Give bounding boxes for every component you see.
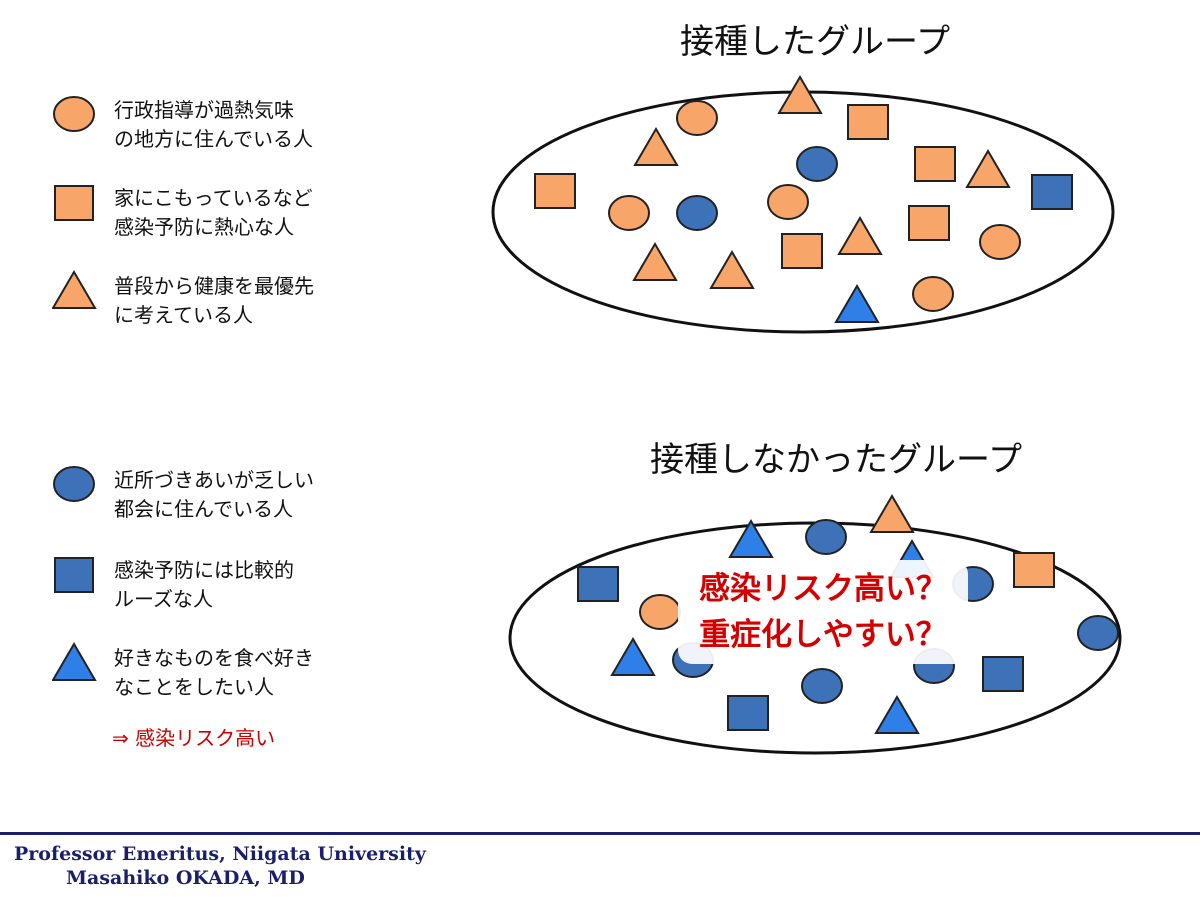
circle-icon [767,184,809,220]
legend-line: 感染予防には比較的 [114,558,294,582]
legend-text: 普段から健康を最優先 に考えている人 [114,272,374,330]
square-icon [982,656,1024,692]
circle-icon [676,100,718,136]
legend-line: 行政指導が過熱気味 [114,98,294,122]
callout-line: 重症化しやすい？ [699,617,947,653]
square-icon [914,146,956,182]
square-icon [534,173,576,209]
unvaccinated-group-title: 接種しなかったグループ [650,440,1022,480]
circle-icon [912,276,954,312]
triangle-icon [632,242,678,281]
circle-icon [805,519,847,555]
square-icon [908,205,950,241]
triangle-icon [869,494,915,533]
circle-icon [676,195,718,231]
triangle-icon [52,642,97,681]
triangle-icon [728,519,774,558]
risk-question-callout: 感染リスク高い？ 重症化しやすい？ [678,560,968,664]
circle-icon [1077,615,1119,651]
triangle-icon [633,127,679,166]
vaccinated-group-shapes [534,75,1073,323]
square-icon [54,557,94,593]
legend-text: 家にこもっているなど 感染予防に熱心な人 [114,184,374,242]
legend-line: 感染予防に熱心な人 [114,215,294,239]
circle-icon [53,466,95,502]
square-icon [781,233,823,269]
footer-affiliation: Professor Emeritus, Niigata University [14,843,426,865]
legend-line: 都会に住んでいる人 [114,497,293,521]
square-icon [1031,174,1073,210]
legend-line: 好きなものを食べ好き [114,646,314,670]
vaccinated-group-title: 接種したグループ [680,22,950,62]
triangle-icon [834,284,880,323]
legend-line: 近所づきあいが乏しい [114,468,314,492]
risk-conclusion: ⇒ 感染リスク高い [112,726,276,750]
circle-icon [53,96,95,132]
square-icon [847,104,889,140]
triangle-icon [837,216,883,255]
triangle-icon [610,637,656,676]
triangle-icon [777,75,823,114]
circle-icon [796,146,838,182]
legend-line: なことをしたい人 [114,675,274,699]
legend-text: 行政指導が過熱気味 の地方に住んでいる人 [114,96,374,154]
footer-author: Masahiko OKADA, MD [66,867,305,889]
legend-line: ルーズな人 [114,587,213,611]
legend-line: の地方に住んでいる人 [114,127,313,151]
circle-icon [608,195,650,231]
triangle-icon [874,695,920,734]
legend-text: 感染予防には比較的 ルーズな人 [114,556,374,614]
footer-rule [0,832,1200,835]
legend-text: 近所づきあいが乏しい 都会に住んでいる人 [114,466,374,524]
legend-line: に考えている人 [114,303,253,327]
circle-icon [801,668,843,704]
square-icon [1013,552,1055,588]
circle-icon [639,594,681,630]
triangle-icon [52,270,97,309]
square-icon [54,185,94,221]
legend-line: 家にこもっているなど [114,186,313,210]
callout-line: 感染リスク高い？ [699,571,947,607]
circle-icon [979,224,1021,260]
triangle-icon [965,149,1011,188]
square-icon [577,566,619,602]
triangle-icon [709,250,755,289]
legend-text: 好きなものを食べ好き なことをしたい人 [114,644,374,702]
legend-line: 普段から健康を最優先 [114,274,314,298]
square-icon [727,695,769,731]
